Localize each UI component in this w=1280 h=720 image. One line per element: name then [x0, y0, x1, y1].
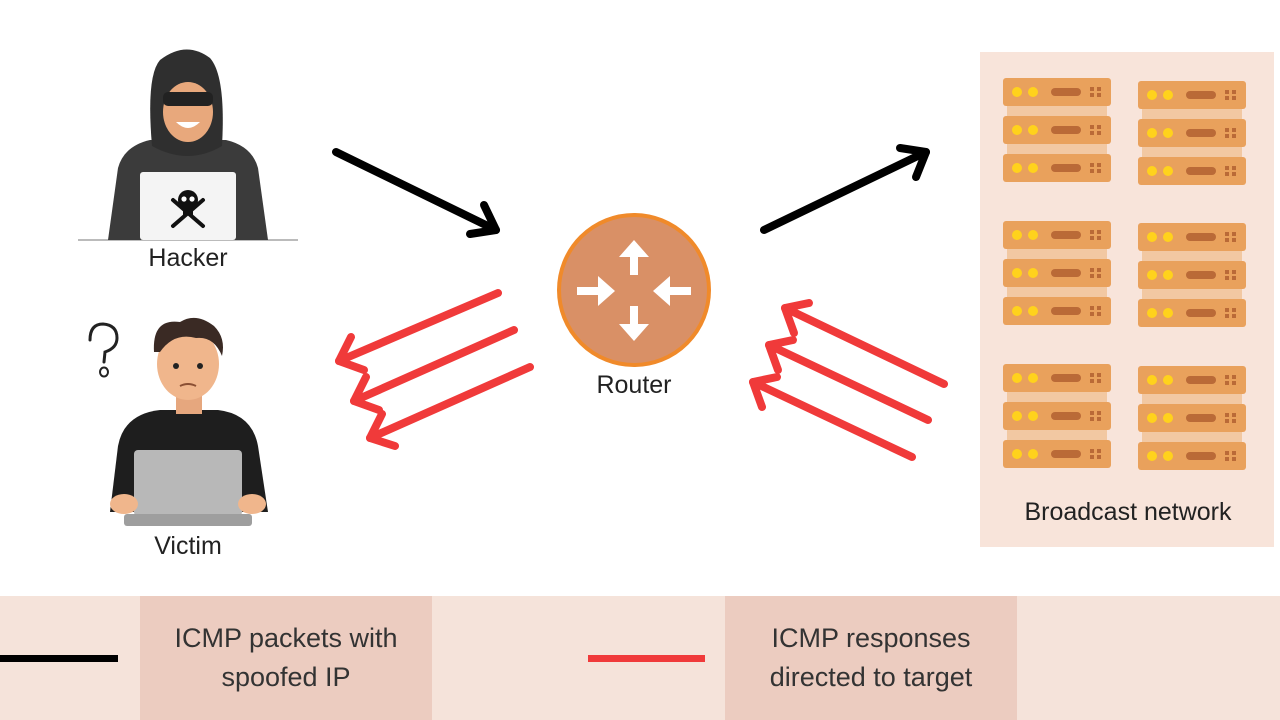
hacker-label: Hacker: [148, 244, 228, 272]
spoofed-packet-arrows: [332, 144, 930, 238]
server-stack-5: [1003, 364, 1111, 468]
red-arrow-router-to-victim-1: [335, 289, 502, 374]
legend-item-responses: ICMP responses directed to target: [725, 596, 1017, 720]
router-icon: [557, 213, 711, 367]
black-arrow-hacker-to-router: [332, 148, 500, 238]
victim-label: Victim: [154, 532, 222, 560]
router-label: Router: [596, 371, 672, 399]
hacker-mask: [163, 92, 213, 106]
response-arrows: [335, 289, 948, 461]
question-mark-icon: [88, 322, 119, 378]
legend-spoofed-line1: ICMP packets with: [174, 623, 398, 653]
server-stack-6: [1138, 366, 1246, 470]
victim-hair: [153, 317, 223, 356]
legend-spoofed-line2: spoofed IP: [221, 662, 351, 692]
red-arrow-router-to-victim-3: [366, 363, 534, 450]
victim-face: [157, 328, 219, 400]
server-stack-4: [1138, 223, 1246, 327]
victim-figure: [88, 317, 268, 526]
legend-black-line: [0, 655, 118, 662]
legend: ICMP packets with spoofed IP ICMP respon…: [0, 596, 1280, 720]
red-arrow-router-to-victim-2: [350, 326, 518, 414]
hacker-figure: [78, 49, 298, 241]
legend-responses-line2: directed to target: [769, 662, 973, 692]
server-stack-3: [1003, 221, 1111, 325]
red-arrow-network-to-router-1: [781, 299, 948, 388]
black-arrow-router-to-network: [760, 144, 930, 234]
red-arrow-network-to-router-2: [765, 336, 932, 424]
hacker-face: [163, 82, 213, 142]
server-stack-2: [1138, 81, 1246, 185]
server-stack-1: [1003, 78, 1111, 182]
victim-laptop: [134, 450, 242, 516]
legend-responses-line1: ICMP responses: [771, 623, 971, 653]
attack-diagram: [78, 49, 1280, 526]
broadcast-network-label: Broadcast network: [1024, 498, 1232, 526]
server-icons: [1003, 78, 1246, 470]
skull-icon: [171, 190, 205, 228]
legend-item-spoofed: ICMP packets with spoofed IP: [140, 596, 432, 720]
hacker-smile: [176, 122, 200, 128]
legend-red-line: [588, 655, 705, 662]
red-arrow-network-to-router-3: [749, 373, 916, 461]
